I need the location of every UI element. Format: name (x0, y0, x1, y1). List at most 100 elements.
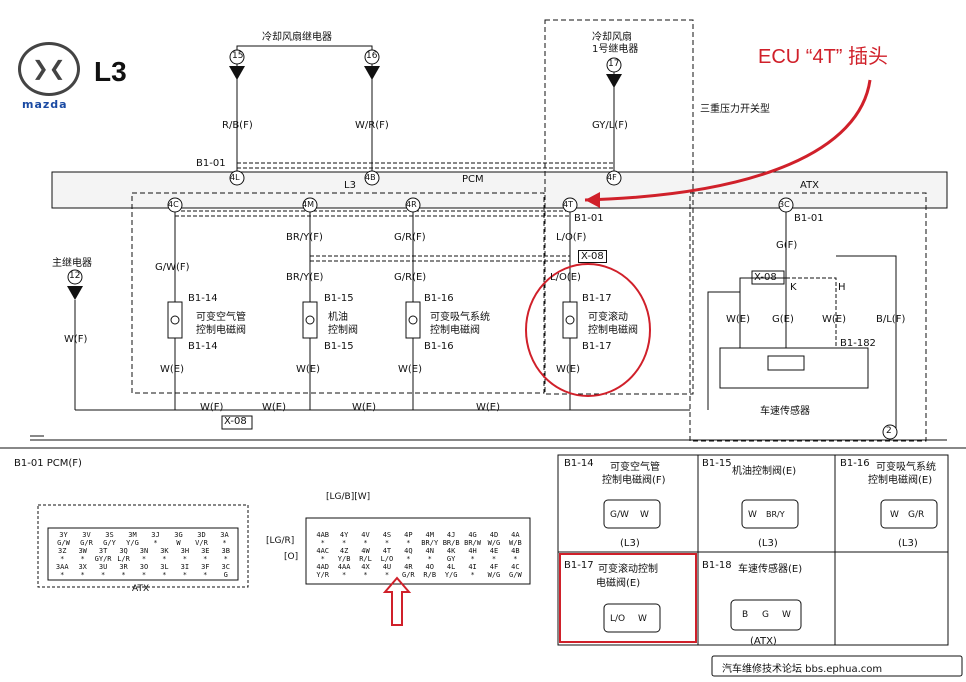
pin-cell: 4P (404, 531, 413, 539)
pin-cell: 4Q (404, 547, 413, 555)
cv-b1-14-code: B1-14 (564, 458, 594, 469)
bottom-pcm-connector-label: B1-01 PCM(F) (14, 458, 82, 469)
b1-16-code-2: B1-16 (424, 341, 454, 352)
pin-cell: L/R (117, 555, 130, 563)
speed-sensor-label: 车速传感器 (760, 406, 810, 417)
main-relay-label: 主继电器 (52, 258, 92, 269)
pin-cell: * (491, 555, 497, 563)
cv-b1-16-pin2: G/R (908, 510, 925, 520)
b1-15-name-b: 控制阀 (328, 325, 358, 336)
pin-cell: 4J (446, 531, 456, 539)
pin-4c: 4C (168, 200, 179, 209)
pin-cell: * (342, 571, 347, 579)
pin-cell: * (363, 539, 368, 547)
pin-cell: * (363, 571, 368, 579)
pin-cell: 3I (180, 563, 190, 571)
pin-cell: 3B (221, 547, 230, 555)
pin-3c: 3C (779, 200, 790, 209)
fan-relay-1-label-a: 冷却风扇 (592, 32, 632, 43)
pin-cell: Y/G (444, 571, 458, 579)
b1-14-code: B1-14 (188, 293, 218, 304)
pin-cell: W/G (487, 539, 501, 547)
l3-frame (131, 192, 545, 394)
wire-ge: G(E) (772, 314, 794, 325)
bottom-atx-label: ATX (132, 584, 150, 594)
pin-callout-lg-r: [LG/R] (266, 536, 295, 546)
cv-b1-17-code: B1-17 (564, 560, 594, 571)
wire-h: H (838, 282, 846, 293)
pin-cell: 4AC (316, 547, 330, 555)
wire-gf: G(F) (776, 240, 798, 251)
pin-cell: 4H (468, 547, 477, 555)
wire-we-atx1: W(E) (726, 314, 751, 325)
wire-lof: L/O(F) (556, 232, 587, 243)
cv-b1-15-model: (L3) (758, 538, 778, 549)
pin-cell: 4E (489, 547, 499, 555)
pin-cell: * (80, 571, 85, 579)
b1-15-code: B1-15 (324, 293, 354, 304)
fan-relay-1-label-b: 1号继电器 (592, 44, 639, 55)
pin-cell: 3A (220, 531, 229, 539)
wire-wf-main: W(F) (64, 334, 88, 345)
pin-cell: * (182, 571, 187, 579)
pin-cell: * (153, 539, 158, 547)
pin-cell: G/R (402, 571, 415, 579)
pin-cell: * (427, 555, 432, 563)
b1-17-name-b: 控制电磁阀 (588, 325, 638, 336)
wire-bryf: BR/Y(F) (286, 232, 323, 243)
pin-cell: 3AA (55, 563, 69, 571)
wire-bry-e: BR/Y(E) (286, 272, 324, 283)
pin-4t: 4T (563, 200, 573, 209)
pin-cell: * (320, 555, 325, 563)
annotation-arrow (584, 79, 872, 202)
pin-cell: 3G (174, 531, 183, 539)
pin-cell: 3X (78, 563, 87, 571)
cv-b1-15-title: 机油控制阀(E) (732, 466, 797, 477)
footer-watermark[interactable]: 汽车维修技术论坛 bbs.ephua.com (722, 664, 883, 675)
wire-we-b1: W(E) (262, 402, 287, 413)
wire-rbf: R/B(F) (222, 120, 253, 131)
atx-connector-face (47, 527, 239, 581)
cv-b1-18-code: B1-18 (702, 560, 732, 571)
pin-cell: 3U (98, 563, 108, 571)
terminal-16-label: 16 (366, 51, 378, 61)
pin-cell: V/R (195, 539, 208, 547)
pin-cell: 4X (361, 563, 370, 571)
b1-17-code: B1-17 (582, 293, 612, 304)
pin-cell: 4S (382, 531, 392, 539)
pin-callout-lgb-w: [LG/B][W] (326, 492, 371, 502)
pin-cell: * (320, 539, 325, 547)
pin-cell: 3L (160, 563, 169, 571)
pin-cell: 4Y (339, 531, 349, 539)
b1-15-code-2: B1-15 (324, 341, 354, 352)
pcm-connector-label-3: B1-01 (794, 213, 824, 224)
pin-cell: BR/B (442, 539, 460, 547)
pin-4m: 4M (302, 200, 314, 209)
pin-cell: 3Y (59, 531, 68, 539)
pin-cell: L/O (380, 555, 394, 563)
pin-cell: 3C (221, 563, 230, 571)
pin-grid-row: ********G (52, 571, 236, 579)
pin-cell: * (470, 555, 475, 563)
pin-cell: 3Q (119, 547, 128, 555)
pin-cell: * (182, 555, 187, 563)
pin-cell: 3Z (58, 547, 67, 555)
pin-cell: * (60, 555, 65, 563)
pin-cell: * (141, 555, 147, 563)
pin-cell: R/L (359, 555, 372, 563)
pcm-band (51, 171, 948, 209)
wire-we-b2: W(E) (352, 402, 377, 413)
pcm-connector-label-2: B1-01 (574, 213, 604, 224)
pin-cell: * (100, 571, 106, 579)
pin-cell: 4D (489, 531, 499, 539)
pin-cell: G/Y (103, 539, 116, 547)
atx-label: ATX (800, 180, 820, 191)
cv-b1-18-model: (ATX) (750, 636, 777, 647)
pin-cell: 4V (361, 531, 370, 539)
terminal-15-label: 15 (232, 51, 244, 61)
pin-cell: * (141, 571, 147, 579)
